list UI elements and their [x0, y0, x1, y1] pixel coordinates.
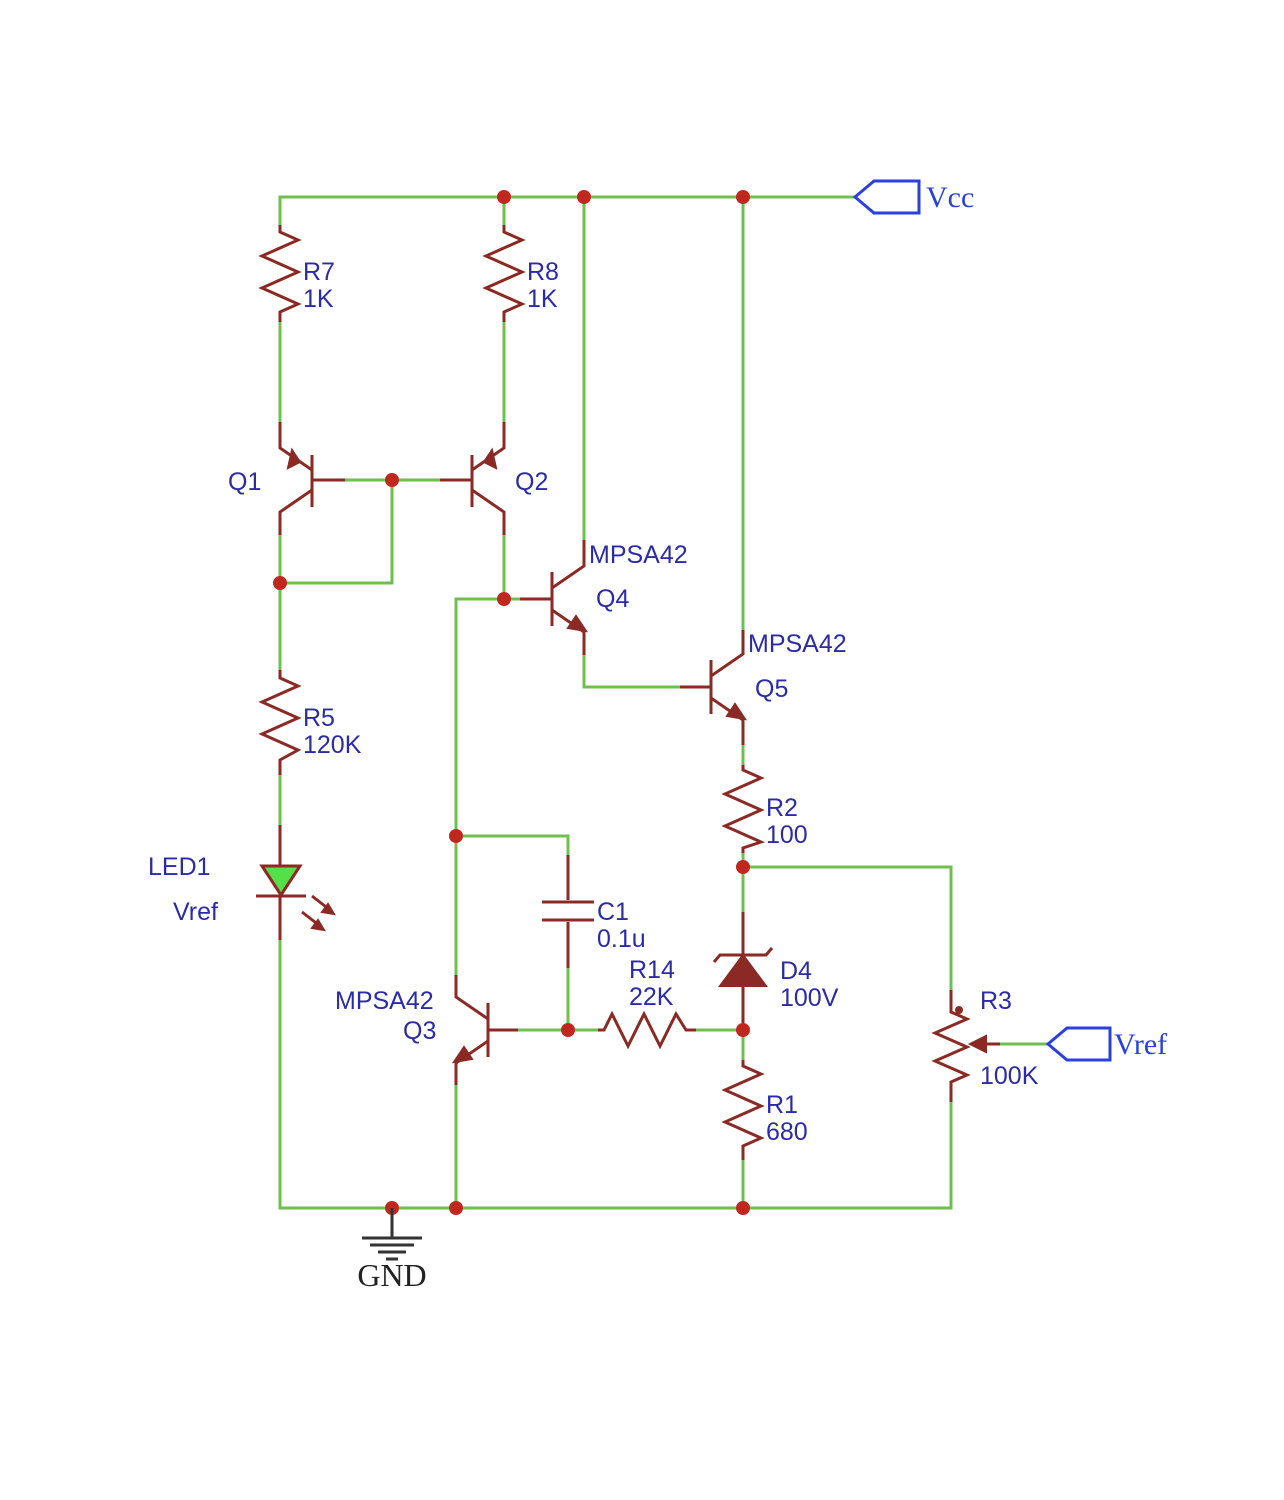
q5-ref-label: Q5 [755, 675, 788, 703]
r5-ref-label: R5 [303, 704, 335, 732]
r5-value-label: 120K [303, 731, 362, 759]
resistor-r5 [258, 670, 302, 775]
r2-value-label: 100 [766, 821, 808, 849]
r7-ref-label: R7 [303, 258, 335, 286]
transistor-q3 [451, 975, 518, 1085]
r8-ref-label: R8 [527, 258, 559, 286]
r3-ref-label: R3 [980, 987, 1012, 1015]
junction [449, 829, 463, 843]
wire-q4-q5 [582, 653, 682, 689]
q4-ref-label: Q4 [596, 585, 629, 613]
led1-ref-label: LED1 [148, 853, 211, 881]
wire-c1-top [454, 834, 570, 857]
resistor-r7 [258, 225, 302, 322]
resistor-r2 [721, 765, 766, 853]
q3-part-label: MPSA42 [335, 987, 434, 1015]
vref-port-label: Vref [1114, 1028, 1167, 1061]
junction [497, 592, 511, 606]
resistor-r14 [598, 1010, 696, 1050]
q5-part-label: MPSA42 [748, 630, 847, 658]
r7-value-label: 1K [303, 285, 334, 313]
led1-value-label: Vref [173, 898, 218, 926]
transistor-q2 [440, 422, 506, 535]
junction [385, 473, 399, 487]
ground-symbol: GND [357, 1208, 427, 1293]
r2-ref-label: R2 [766, 794, 798, 822]
gnd-label: GND [357, 1257, 426, 1293]
led-led1 [256, 825, 336, 940]
junction [273, 576, 287, 590]
junction [736, 860, 750, 874]
junction [561, 1023, 575, 1037]
vcc-port-label: Vcc [926, 181, 974, 214]
resistor-r1 [721, 1060, 765, 1160]
junction [449, 1201, 463, 1215]
r1-value-label: 680 [766, 1118, 808, 1146]
r3-value-label: 100K [980, 1062, 1039, 1090]
wire-r2-r3 [741, 865, 953, 992]
r14-ref-label: R14 [629, 956, 675, 984]
junction [497, 190, 511, 204]
transistor-q4 [520, 540, 589, 655]
capacitor-c1 [542, 855, 594, 968]
r8-value-label: 1K [527, 285, 558, 313]
q2-ref-label: Q2 [515, 468, 548, 496]
junction [736, 1201, 750, 1215]
wire-q1-diode-tie [278, 478, 394, 585]
q1-ref-label: Q1 [228, 468, 261, 496]
potentiometer-r3 [931, 990, 1000, 1102]
d4-ref-label: D4 [780, 957, 812, 985]
vcc-port: Vcc [852, 179, 974, 215]
c1-ref-label: C1 [597, 898, 629, 926]
junctions [273, 190, 750, 1215]
vref-port: Vref [1045, 1026, 1167, 1062]
transistor-q1 [278, 422, 345, 535]
q3-ref-label: Q3 [403, 1017, 436, 1045]
component-labels: R7 1K R8 1K Q1 Q2 MPSA42 Q4 MPSA42 Q5 R5… [148, 258, 1039, 1146]
transistor-q5 [680, 630, 748, 745]
junction [736, 1023, 750, 1037]
r1-ref-label: R1 [766, 1091, 798, 1119]
junction [736, 190, 750, 204]
r14-value-label: 22K [629, 983, 674, 1011]
q4-part-label: MPSA42 [589, 541, 688, 569]
zener-diode-d4 [712, 912, 774, 1030]
wires [278, 195, 1050, 1210]
junction [577, 190, 591, 204]
c1-value-label: 0.1u [597, 925, 646, 953]
resistor-r8 [482, 225, 526, 322]
d4-value-label: 100V [780, 984, 839, 1012]
